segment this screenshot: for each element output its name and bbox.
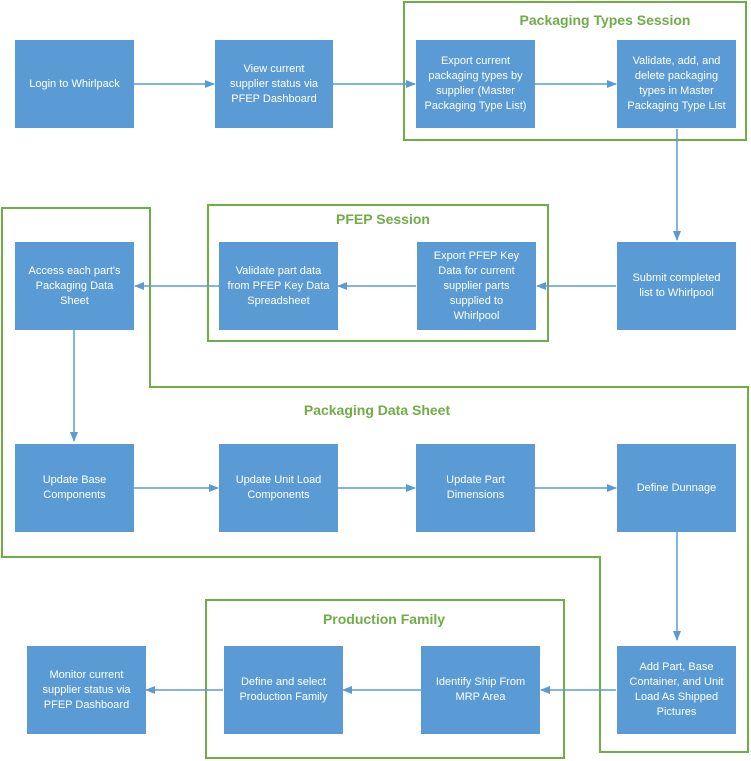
step-define-production-family: Define and select Production Family [224, 646, 343, 734]
step-access-packaging-data-sheet: Access each part's Packaging Data Sheet [15, 242, 134, 330]
packaging-types-session-title: Packaging Types Session [519, 12, 691, 28]
step-identify-ship-from: Identify Ship From MRP Area [421, 646, 540, 734]
step-add-pictures: Add Part, Base Container, and Unit Load … [617, 646, 736, 734]
step-export-pfep-key-data: Export PFEP Key Data for current supplie… [417, 242, 536, 330]
step-validate-part-data: Validate part data from PFEP Key Data Sp… [219, 242, 338, 330]
step-update-unit-load-components: Update Unit Load Components [219, 444, 338, 532]
packaging-data-sheet-group-outline [1, 207, 749, 753]
step-monitor-supplier-status: Monitor current supplier status via PFEP… [27, 646, 146, 734]
step-submit-completed-list: Submit completed list to Whirlpool [617, 242, 736, 330]
packaging-data-sheet-title: Packaging Data Sheet [303, 402, 451, 418]
step-export-packaging-types: Export current packaging types by suppli… [416, 40, 535, 128]
step-update-part-dimensions: Update Part Dimensions [416, 444, 535, 532]
pfep-group-outline [207, 204, 549, 342]
packaging-types-group-outline [403, 1, 747, 141]
step-login-to-whirlpack: Login to Whirlpack [15, 40, 134, 128]
step-update-base-components: Update Base Components [15, 444, 134, 532]
production-family-title: Production Family [322, 611, 446, 627]
step-view-supplier-status: View current supplier status via PFEP Da… [215, 40, 333, 128]
step-define-dunnage: Define Dunnage [617, 444, 736, 532]
pfep-session-title: PFEP Session [336, 211, 430, 227]
step-validate-packaging-types: Validate, add, and delete packaging type… [617, 40, 736, 128]
production-family-group-outline [205, 599, 565, 759]
